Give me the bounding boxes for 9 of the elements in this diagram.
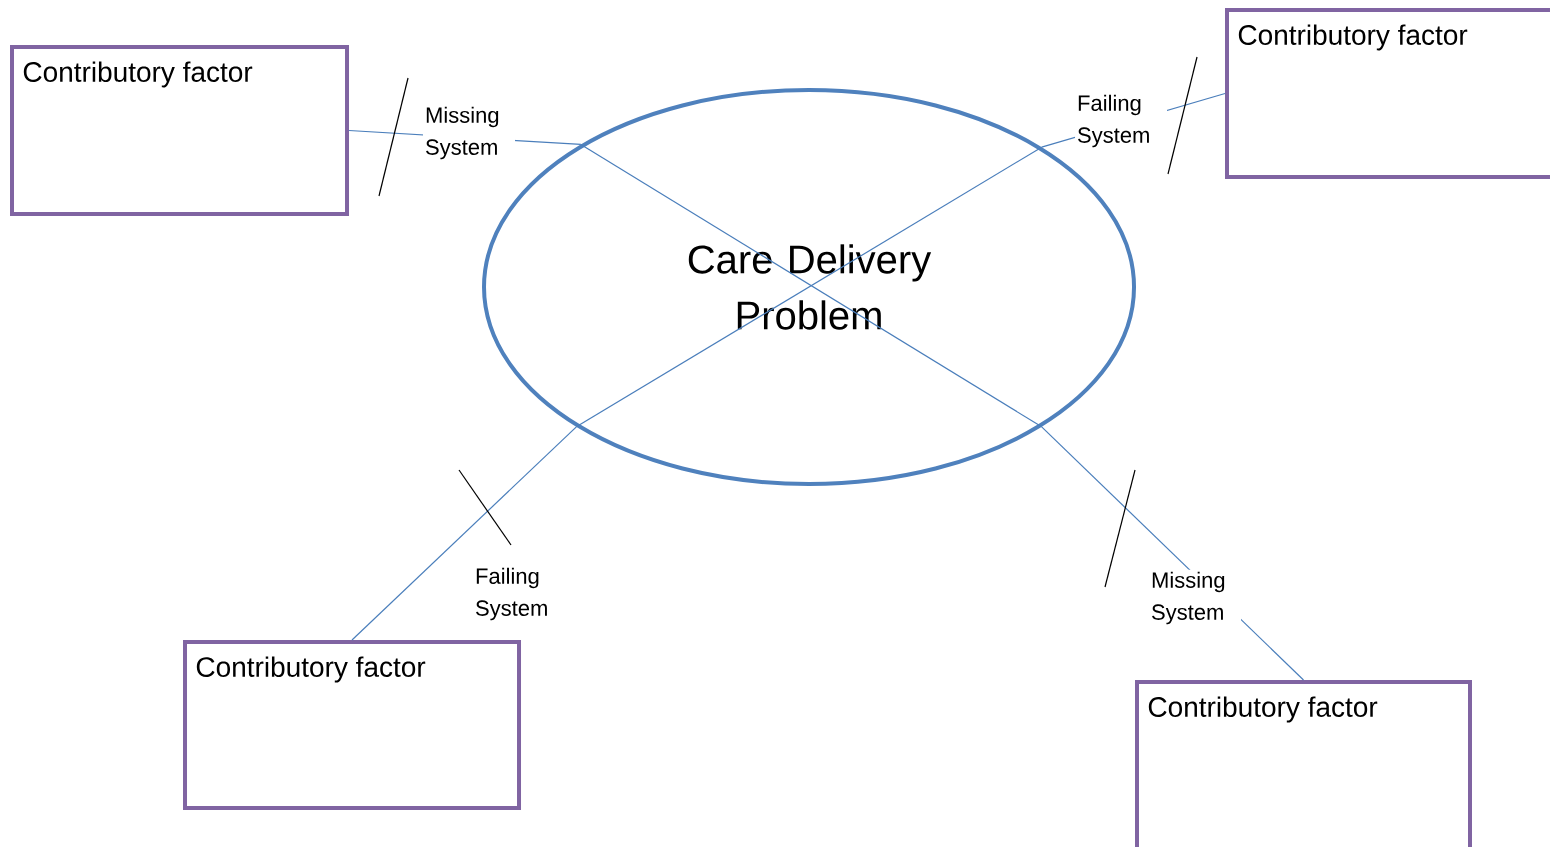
factor-box: Contributory factor [1225,8,1550,179]
edge-label: Missing System [1149,569,1241,627]
factor-box: Contributory factor [183,640,521,810]
edge-label: Failing System [473,565,565,623]
factor-box: Contributory factor [10,45,349,216]
connector-line [351,426,577,641]
edge-label: Missing System [423,104,515,162]
factor-box: Contributory factor [1135,680,1472,847]
edge-label: Failing System [1075,92,1167,150]
